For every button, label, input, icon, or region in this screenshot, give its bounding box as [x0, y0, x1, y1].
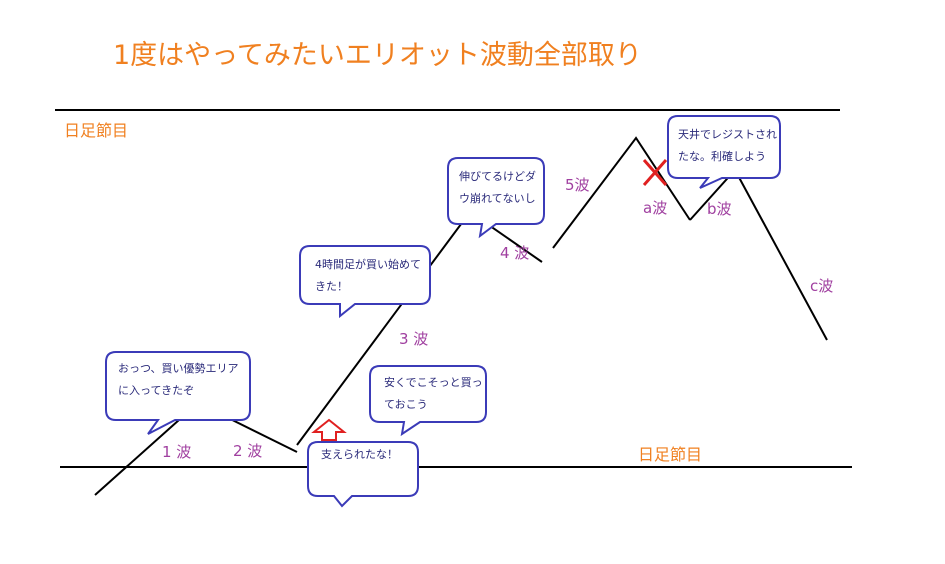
wave-label-1: 1 波 — [162, 443, 192, 461]
bubble-5-line-2: ウ崩れてないし — [459, 192, 536, 205]
bubble-2-outline — [307, 441, 419, 508]
bubble-1-line-2: に入ってきたぞ — [118, 384, 195, 397]
wave-label-5: 5波 — [565, 176, 590, 194]
bubble-6-text: 天井でレジストされ たな。利確しよう — [678, 124, 777, 168]
bubble-4-text: 4時間足が買い始めて きた！ — [315, 254, 421, 298]
bubble-1-text: おっつ、買い優勢エリア に入ってきたぞ — [118, 358, 239, 402]
page-title: 1度はやってみたいエリオット波動全部取り — [113, 40, 642, 71]
bubble-4-line-1: 4時間足が買い始めて — [315, 258, 421, 271]
bubble-1-line-1: おっつ、買い優勢エリア — [118, 362, 239, 375]
bubble-3-text: 安くでこそっと買っ ておこう — [384, 372, 483, 416]
bubble-3-outline — [369, 365, 487, 437]
bubble-5-line-1: 伸びてるけどダ — [459, 170, 536, 183]
bubble-6-line-2: たな。利確しよう — [678, 150, 766, 163]
wave-label-4: 4 波 — [500, 244, 530, 262]
bubble-4-outline — [299, 245, 431, 319]
bubble-2-line-1: 支えられたな！ — [321, 448, 398, 461]
wave-label-c: c波 — [810, 277, 834, 295]
lower-level-label: 日足節目 — [638, 445, 703, 464]
wave-label-a: a波 — [643, 199, 668, 217]
bubble-1-outline — [105, 351, 251, 435]
bubble-3-line-2: ておこう — [384, 398, 428, 411]
bubble-5-outline — [447, 157, 545, 239]
up-arrow-icon — [311, 418, 347, 441]
bubble-4-line-2: きた！ — [315, 280, 348, 293]
price-path-b-c — [689, 168, 828, 341]
bubble-6-line-1: 天井でレジストされ — [678, 128, 777, 141]
bubble-5-text: 伸びてるけどダ ウ崩れてないし — [459, 166, 536, 210]
cross-icon — [642, 159, 668, 186]
bubble-6-outline — [667, 115, 781, 189]
bubble-2-text: 支えられたな！ — [321, 444, 398, 466]
bubble-3-line-1: 安くでこそっと買っ — [384, 376, 483, 389]
wave-label-3: 3 波 — [399, 330, 429, 348]
upper-level-label: 日足節目 — [64, 121, 129, 140]
wave-label-2: 2 波 — [233, 442, 263, 460]
price-path-5-a — [552, 136, 691, 249]
wave-label-b: b波 — [707, 200, 732, 218]
